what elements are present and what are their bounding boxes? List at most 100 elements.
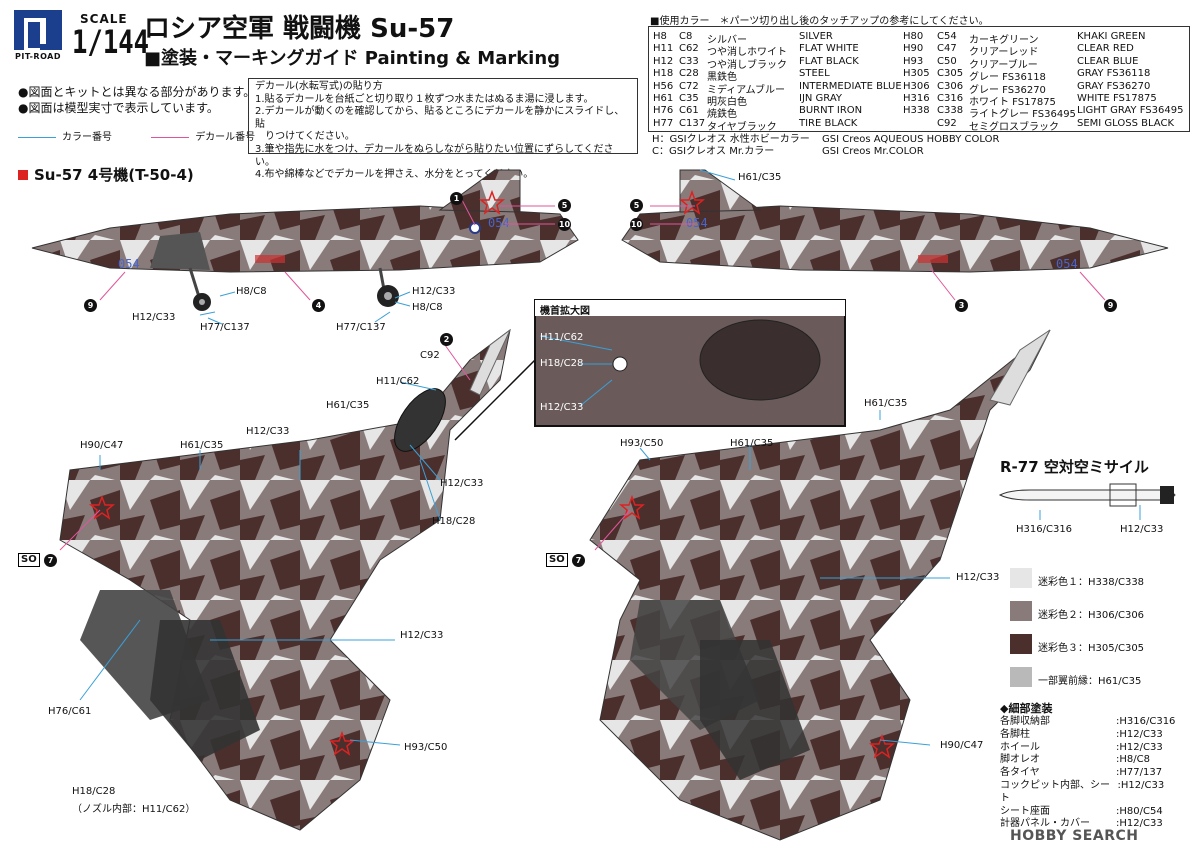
color-cell: GRAY FS36118 — [1077, 68, 1151, 80]
zoom-title: 機首拡大図 — [540, 306, 590, 317]
color-cell: BURNT IRON — [799, 105, 863, 117]
color-cell: タイヤブラック — [707, 121, 777, 133]
color-label: H12/C33 — [400, 630, 444, 641]
nozzle-note: （ノズル内部：H11/C62） — [72, 804, 196, 815]
detail-row: 計器パネル・カバー:H12/C33 — [1000, 818, 1190, 831]
color-label: H8/C8 — [236, 286, 267, 297]
color-cell: C306 — [937, 80, 964, 92]
color-label: H12/C33 — [540, 402, 584, 413]
color-cell: SILVER — [799, 31, 833, 42]
decal-number-badge: 7 — [44, 554, 57, 567]
decal-number-badge: 10 — [558, 218, 571, 231]
brand-logo: PIT-ROAD — [8, 10, 68, 66]
color-cell: CLEAR RED — [1077, 43, 1134, 55]
fuselage-right — [621, 205, 1169, 273]
color-label: H12/C33 — [956, 572, 1000, 583]
color-number-line — [18, 136, 56, 138]
color-cell: クリアーレッド — [969, 47, 1039, 59]
decal-number-badge: 7 — [572, 554, 585, 567]
color-cell: SEMI GLOSS BLACK — [1077, 117, 1174, 129]
color-cell: FLAT BLACK — [799, 55, 859, 67]
decal-number-badge: 5 — [558, 199, 571, 212]
decal-number-badge: 5 — [630, 199, 643, 212]
detail-part: 各脚収納部 — [1000, 716, 1050, 727]
color-cell: H338 — [903, 105, 930, 117]
color-label: H11/C62 — [540, 332, 584, 343]
so-label: SO — [546, 553, 568, 567]
color-cell: グレー FS36118 — [969, 72, 1046, 84]
camo-label: 一部翼前縁：H61/C35 — [1038, 676, 1142, 687]
color-cell: ミディアムブルー — [707, 84, 785, 96]
color-cell: グレー FS36270 — [969, 84, 1046, 96]
camo-label: 迷彩色３：H305/C305 — [1038, 643, 1145, 654]
color-cell: ホワイト FS17875 — [969, 97, 1056, 108]
detail-color: :H12/C33 — [1116, 728, 1163, 740]
color-cell: H61 — [653, 93, 674, 104]
color-label: H8/C8 — [412, 302, 443, 313]
color-cell: INTERMEDIATE BLUE — [799, 80, 902, 92]
section-title: Su-57 4号機(T-50-4) — [18, 164, 194, 185]
detail-title: ◆細部塗装 — [1000, 702, 1053, 715]
color-cell: H56 — [653, 80, 674, 92]
color-cell: H80 — [903, 31, 924, 42]
color-label: H18/C28 — [72, 786, 116, 797]
detail-part: 各脚柱 — [1000, 728, 1030, 740]
r77-missile — [998, 483, 1176, 507]
color-cell: C305 — [937, 68, 964, 80]
detail-row: ホイール:H12/C33 — [1000, 742, 1190, 755]
color-cell: GRAY FS36270 — [1077, 80, 1151, 92]
color-cell: C28 — [679, 68, 699, 80]
camo-swatch — [1010, 568, 1032, 588]
footnote-en: GSI Creos AQUEOUS HOBBY COLOR — [822, 134, 1000, 145]
detail-row: 各脚柱 :H12/C33 — [1000, 729, 1190, 742]
color-cell: H76 — [653, 105, 674, 117]
camo-label: 迷彩色２：H306/C306 — [1038, 610, 1145, 621]
color-cell: セミグロスブラック — [969, 121, 1059, 133]
detail-row: 脚オレオ:H8/C8 — [1000, 754, 1190, 767]
pitroad-logo-icon — [14, 10, 62, 52]
color-cell: KHAKI GREEN — [1077, 31, 1146, 42]
missile-title: R-77 空対空ミサイル — [1000, 458, 1149, 476]
decal-step: りつけてください。 — [255, 131, 355, 143]
decal-number-badge: 10 — [630, 218, 643, 231]
color-cell: C50 — [937, 55, 957, 67]
camo-swatch — [1010, 601, 1032, 621]
detail-row: 各脚収納部:H316/C316 — [1000, 716, 1190, 729]
decal-number-badge: 4 — [312, 299, 325, 312]
color-label: H77/C137 — [200, 322, 250, 333]
color-cell: FLAT WHITE — [799, 43, 859, 55]
color-label: H61/C35 — [326, 400, 370, 411]
color-label: H12/C33 — [1120, 524, 1164, 535]
color-cell: C137 — [679, 117, 706, 129]
color-cell: H11 — [653, 43, 674, 55]
color-cell: C47 — [937, 43, 957, 55]
color-label: H90/C47 — [940, 740, 984, 751]
color-cell: CLEAR BLUE — [1077, 55, 1139, 67]
detail-part: シート座面 — [1000, 805, 1050, 817]
decal-number-label: デカール番号 — [195, 132, 256, 143]
color-cell: H316 — [903, 93, 930, 104]
color-cell: C33 — [679, 55, 699, 67]
color-cell: C35 — [679, 93, 699, 104]
color-label: H12/C33 — [132, 312, 176, 323]
footnote-jp: C：GSIクレオス Mr.カラー — [652, 146, 775, 157]
color-cell: 明灰白色 — [707, 97, 747, 108]
color-label: H61/C35 — [864, 398, 908, 409]
color-cell: つや消しブラック — [707, 59, 787, 71]
serial-left: 054 — [118, 257, 140, 271]
color-cell: IJN GRAY — [799, 93, 843, 104]
color-cell: H8 — [653, 31, 667, 42]
color-cell: ライトグレー FS36495 — [969, 109, 1076, 121]
decal-step: 2.デカールが動くのを確認してから、貼るところにデカールを静かにスライドし、貼 — [255, 106, 625, 130]
detail-color: :H12/C33 — [1116, 818, 1163, 830]
detail-row: 各タイヤ:H77/137 — [1000, 767, 1190, 780]
watermark: HOBBY SEARCH — [1010, 828, 1139, 844]
serial-tail-left: 054 — [488, 216, 510, 230]
so-label: SO — [18, 553, 40, 567]
detail-part: 脚オレオ — [1000, 754, 1040, 766]
detail-color: :H80/C54 — [1116, 805, 1163, 817]
decal-step: 4.布や綿棒などでデカールを押さえ、水分をとってください。 — [255, 169, 534, 181]
scale-value: 1/144 — [72, 23, 150, 61]
color-cell: H305 — [903, 68, 930, 80]
camo-swatch — [1010, 667, 1032, 687]
